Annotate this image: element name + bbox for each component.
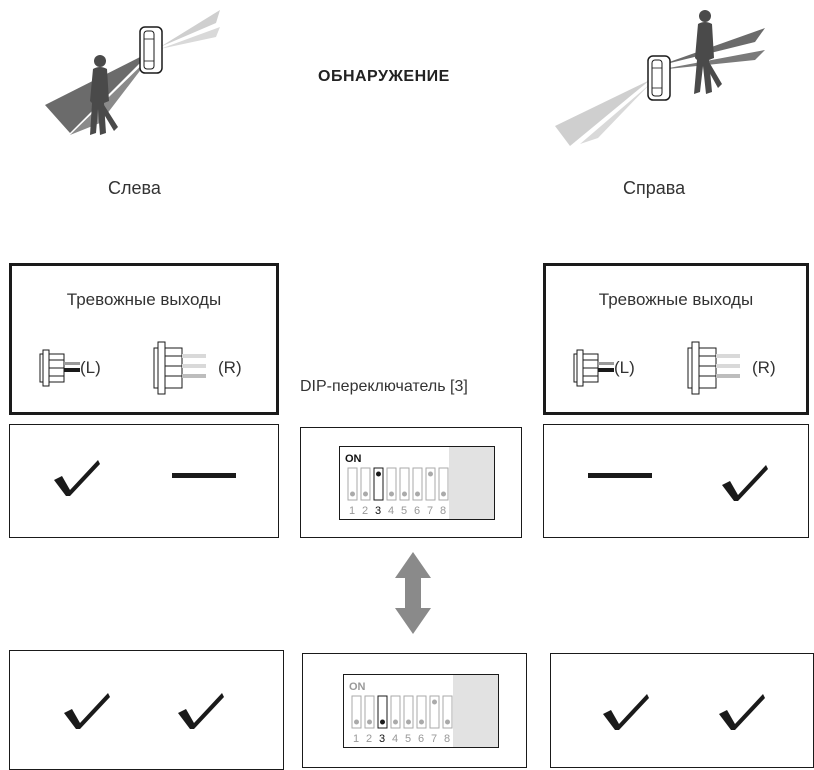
result-top-left-box — [9, 424, 279, 538]
checkmark-icon — [603, 694, 649, 730]
right-detection-illustration — [555, 10, 765, 146]
dip-number: 4 — [388, 505, 394, 517]
left-detection-illustration — [45, 10, 220, 135]
checkmark-icon — [54, 460, 100, 496]
dip-number-active: 3 — [379, 733, 385, 745]
beam-light-icon — [555, 80, 650, 146]
dip-number: 6 — [418, 733, 424, 745]
left-direction-label: Слева — [108, 178, 161, 198]
page-title: ОБНАРУЖЕНИЕ — [318, 68, 450, 85]
dip-on-label: ON — [349, 681, 366, 693]
dip-on-label: ON — [345, 453, 362, 465]
result-bottom-right-box — [550, 653, 814, 768]
checkmark-icon — [178, 693, 224, 729]
dip-number: 5 — [405, 733, 411, 745]
dip-caption: DIP-переключатель [3] — [300, 378, 468, 395]
alarm-outputs-left-box: Тревожные выходы (L) (R) — [9, 263, 279, 415]
right-connector-label: (R) — [218, 358, 242, 377]
dip-switches — [347, 467, 449, 501]
dash-icon — [172, 473, 236, 478]
connector-icon — [39, 349, 80, 387]
walking-person-icon — [694, 10, 722, 94]
double-arrow-icon — [395, 552, 431, 634]
dip-number: 8 — [440, 505, 446, 517]
left-connector-label: (L) — [80, 358, 101, 377]
beam-light-icon — [160, 10, 220, 47]
dip-switches — [351, 695, 453, 729]
dip-number: 7 — [431, 733, 437, 745]
left-connector-label: (L) — [614, 358, 635, 377]
beam-dark-icon — [70, 55, 152, 135]
connector-icon — [573, 349, 614, 387]
dip-switch-bottom-box: ON 1 2 3 4 5 6 7 8 — [302, 653, 527, 768]
result-top-right-box — [543, 424, 809, 538]
checkmark-icon — [722, 465, 768, 501]
dip-number: 1 — [353, 733, 359, 745]
alarm-outputs-title: Тревожные выходы — [598, 290, 754, 309]
right-connector-label: (R) — [752, 358, 776, 377]
walking-person-icon — [90, 55, 118, 135]
dip-switch-on-icon: ON 1 2 3 4 5 6 7 8 — [339, 446, 495, 520]
alarm-outputs-title: Тревожные выходы — [66, 290, 222, 309]
dip-switch-top-box: ON 1 2 3 4 5 6 7 8 — [300, 427, 522, 538]
dip-number: 6 — [414, 505, 420, 517]
dip-number: 2 — [362, 505, 368, 517]
connector-icon — [687, 341, 740, 395]
checkmark-icon — [64, 693, 110, 729]
dip-number: 2 — [366, 733, 372, 745]
dip-number: 4 — [392, 733, 398, 745]
alarm-outputs-right-box: Тревожные выходы (L) (R) — [543, 263, 809, 415]
pir-detector-icon — [139, 26, 163, 74]
beam-light-icon — [160, 27, 220, 49]
pir-detector-icon — [647, 55, 671, 101]
dip-switch-off-icon: ON 1 2 3 4 5 6 7 8 — [343, 674, 499, 748]
dip-number: 5 — [401, 505, 407, 517]
result-bottom-left-box — [9, 650, 284, 770]
right-direction-label: Справа — [623, 178, 686, 198]
dip-number: 7 — [427, 505, 433, 517]
beam-light-icon — [580, 84, 650, 144]
beam-dark-icon — [658, 50, 765, 70]
dip-number: 8 — [444, 733, 450, 745]
connector-icon — [153, 341, 206, 395]
checkmark-icon — [719, 694, 765, 730]
dip-number-active: 3 — [375, 505, 381, 517]
dip-number: 1 — [349, 505, 355, 517]
dash-icon — [588, 473, 652, 478]
